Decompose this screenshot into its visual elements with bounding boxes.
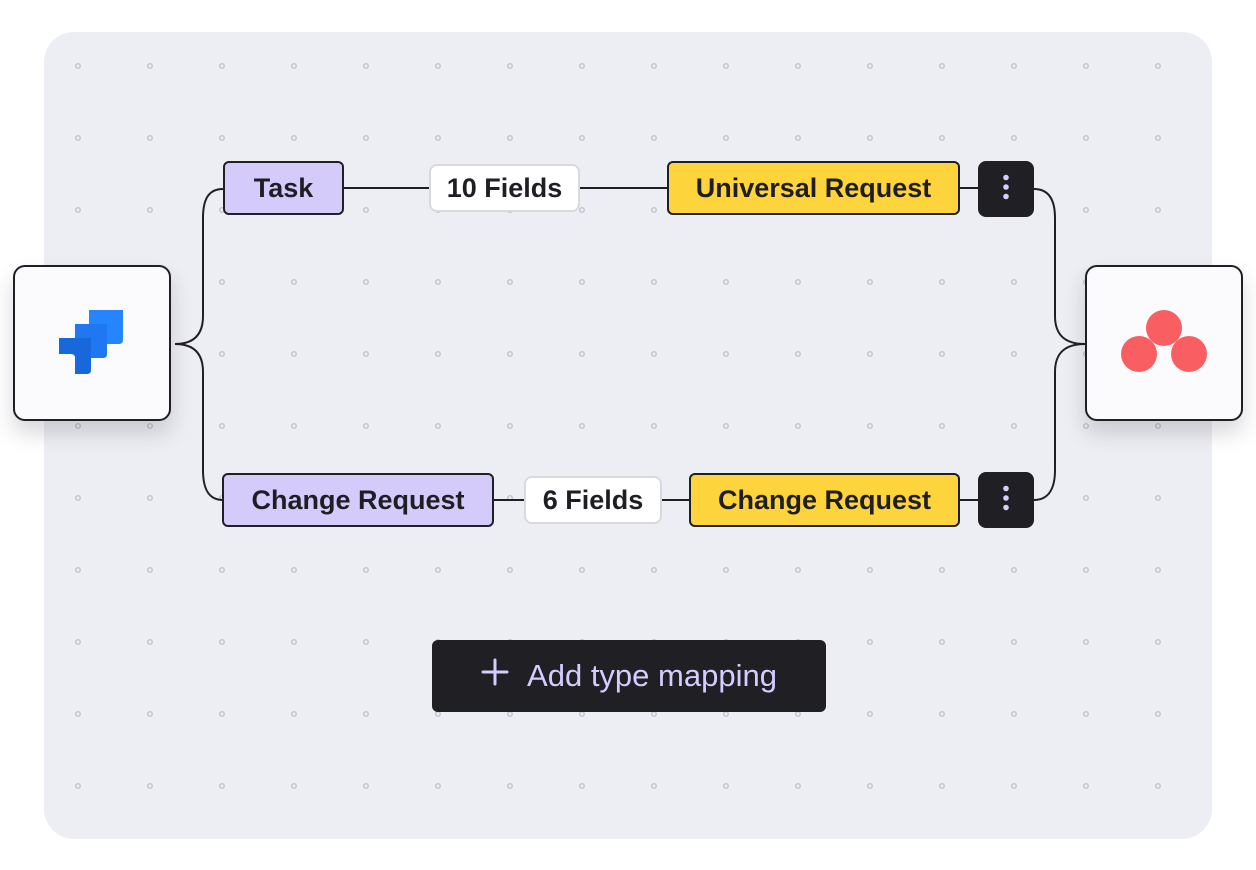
add-type-mapping-button[interactable]: Add type mapping bbox=[432, 640, 826, 712]
target-type-change-request[interactable]: Change Request bbox=[689, 473, 960, 527]
add-type-mapping-label: Add type mapping bbox=[527, 658, 777, 693]
kebab-menu-icon bbox=[1002, 485, 1010, 516]
fields-count-badge[interactable]: 6 Fields bbox=[524, 476, 662, 524]
target-type-universal-request[interactable]: Universal Request bbox=[667, 161, 960, 215]
source-type-task[interactable]: Task bbox=[223, 161, 344, 215]
source-type-label: Change Request bbox=[251, 484, 465, 515]
kebab-menu-icon bbox=[1002, 174, 1010, 205]
plus-icon bbox=[481, 658, 509, 694]
mapping-canvas bbox=[44, 32, 1212, 839]
target-type-label: Change Request bbox=[717, 484, 932, 515]
dot-grid-background bbox=[75, 63, 1161, 789]
jira-icon bbox=[57, 308, 127, 379]
target-app-card[interactable] bbox=[1085, 265, 1243, 421]
asana-icon bbox=[1120, 309, 1208, 378]
fields-count-label: 6 Fields bbox=[542, 484, 644, 515]
source-type-change-request[interactable]: Change Request bbox=[222, 473, 494, 527]
row1-menu-button[interactable] bbox=[978, 161, 1034, 217]
source-app-card[interactable] bbox=[13, 265, 171, 421]
target-type-label: Universal Request bbox=[695, 172, 932, 203]
fields-count-label: 10 Fields bbox=[446, 172, 563, 203]
row2-menu-button[interactable] bbox=[978, 472, 1034, 528]
fields-count-badge[interactable]: 10 Fields bbox=[429, 164, 580, 212]
source-type-label: Task bbox=[253, 172, 314, 203]
